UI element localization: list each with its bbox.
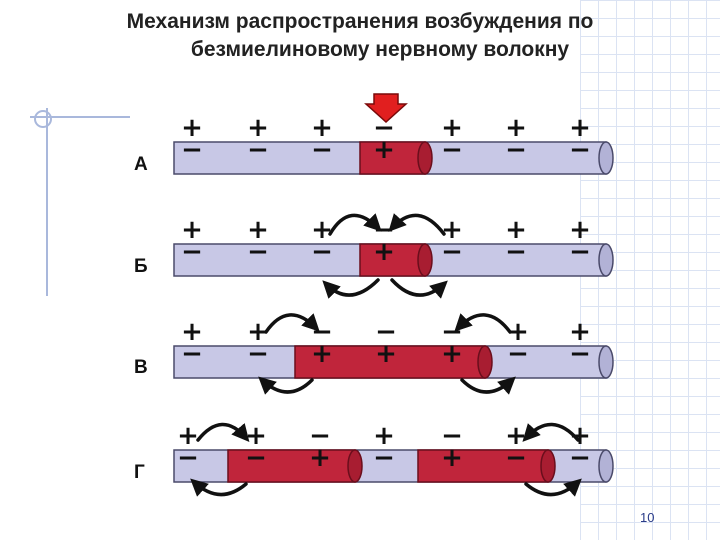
decor-line-vertical — [46, 108, 48, 296]
excited-segment-end — [417, 243, 433, 277]
charge-outside: + — [311, 215, 333, 245]
charge-inside: − — [311, 135, 333, 165]
decor-circle — [34, 110, 52, 128]
excited-segment — [417, 449, 549, 483]
page-number: 10 — [640, 510, 655, 525]
stimulus-arrow-shape — [364, 93, 408, 124]
charge-outside: + — [181, 113, 203, 143]
charge-outside: + — [177, 421, 199, 451]
charge-outside: + — [569, 317, 591, 347]
charge-inside: + — [441, 443, 463, 473]
charge-outside: + — [247, 113, 269, 143]
current-arrow — [322, 278, 380, 299]
current-arrow — [196, 422, 250, 442]
charge-inside: − — [441, 237, 463, 267]
excited-segment-end — [477, 345, 493, 379]
fiber-row: +−+−+−−++−+−+− — [173, 215, 614, 277]
charge-inside: − — [181, 135, 203, 165]
title-line-2: безмиелиновому нервному волокну — [190, 38, 570, 61]
fiber-end — [598, 141, 614, 175]
current-arrow — [190, 478, 248, 497]
row-label-b: Б — [134, 256, 148, 277]
charge-outside: + — [505, 215, 527, 245]
charge-inside: − — [181, 339, 203, 369]
charge-inside: − — [505, 135, 527, 165]
charge-outside: + — [441, 215, 463, 245]
charge-inside: − — [245, 443, 267, 473]
current-arrow — [258, 376, 314, 395]
charge-inside: − — [569, 339, 591, 369]
charge-inside: + — [441, 339, 463, 369]
charge-outside: + — [569, 215, 591, 245]
charge-inside: + — [309, 443, 331, 473]
charge-inside: − — [569, 135, 591, 165]
charge-inside: − — [181, 237, 203, 267]
charge-outside: + — [441, 113, 463, 143]
stimulus-arrow-icon — [364, 93, 408, 124]
current-arrow — [524, 478, 582, 497]
current-arrow — [264, 313, 320, 334]
charge-inside: − — [247, 339, 269, 369]
fiber-end — [598, 449, 614, 483]
charge-outside: + — [247, 215, 269, 245]
charge-outside: − — [375, 317, 397, 347]
current-arrow — [460, 376, 516, 395]
excited-segment — [294, 345, 486, 379]
fiber-row: +−+−−++−−++−+− — [173, 421, 614, 483]
fiber-row: +−+−+−−++−+−+− — [173, 113, 614, 175]
charge-outside: + — [507, 317, 529, 347]
charge-outside: + — [245, 421, 267, 451]
charge-inside: − — [569, 443, 591, 473]
charge-inside: − — [373, 443, 395, 473]
charge-inside: − — [311, 237, 333, 267]
excited-segment-end — [540, 449, 556, 483]
current-arrow — [454, 313, 512, 334]
charge-inside: + — [311, 339, 333, 369]
charge-inside: − — [505, 443, 527, 473]
charge-inside: − — [247, 237, 269, 267]
fiber-end — [598, 345, 614, 379]
charge-inside: − — [247, 135, 269, 165]
current-arrow — [328, 213, 382, 236]
charge-outside: + — [311, 113, 333, 143]
charge-inside: + — [375, 339, 397, 369]
charge-inside: − — [507, 339, 529, 369]
fiber-end — [598, 243, 614, 277]
charge-inside: − — [441, 135, 463, 165]
charge-outside: − — [441, 421, 463, 451]
current-arrow — [388, 213, 446, 236]
charge-inside: + — [373, 135, 395, 165]
excited-segment-end — [347, 449, 363, 483]
charge-outside: + — [569, 113, 591, 143]
charge-outside: − — [373, 113, 395, 143]
charge-outside: − — [309, 421, 331, 451]
current-arrow — [522, 422, 580, 442]
charge-inside: + — [373, 237, 395, 267]
charge-inside: − — [177, 443, 199, 473]
charge-inside: − — [505, 237, 527, 267]
decor-line-horizontal — [30, 116, 130, 118]
charge-outside: + — [247, 317, 269, 347]
charge-outside: + — [505, 113, 527, 143]
row-label-a: А — [134, 154, 148, 175]
row-label-v: В — [134, 357, 148, 378]
charge-outside: + — [505, 421, 527, 451]
charge-outside: + — [181, 215, 203, 245]
slide-title: Механизм распространения возбуждения по … — [60, 8, 660, 64]
row-label-g: Г — [134, 462, 145, 483]
title-line-1: Механизм распространения возбуждения по — [126, 10, 594, 33]
charge-inside: − — [569, 237, 591, 267]
charge-outside: + — [373, 421, 395, 451]
charge-outside: + — [181, 317, 203, 347]
current-arrow — [390, 278, 448, 299]
charge-outside: + — [569, 421, 591, 451]
excited-segment-end — [417, 141, 433, 175]
fiber-row: +−+−−+−+−++−+− — [173, 317, 614, 379]
